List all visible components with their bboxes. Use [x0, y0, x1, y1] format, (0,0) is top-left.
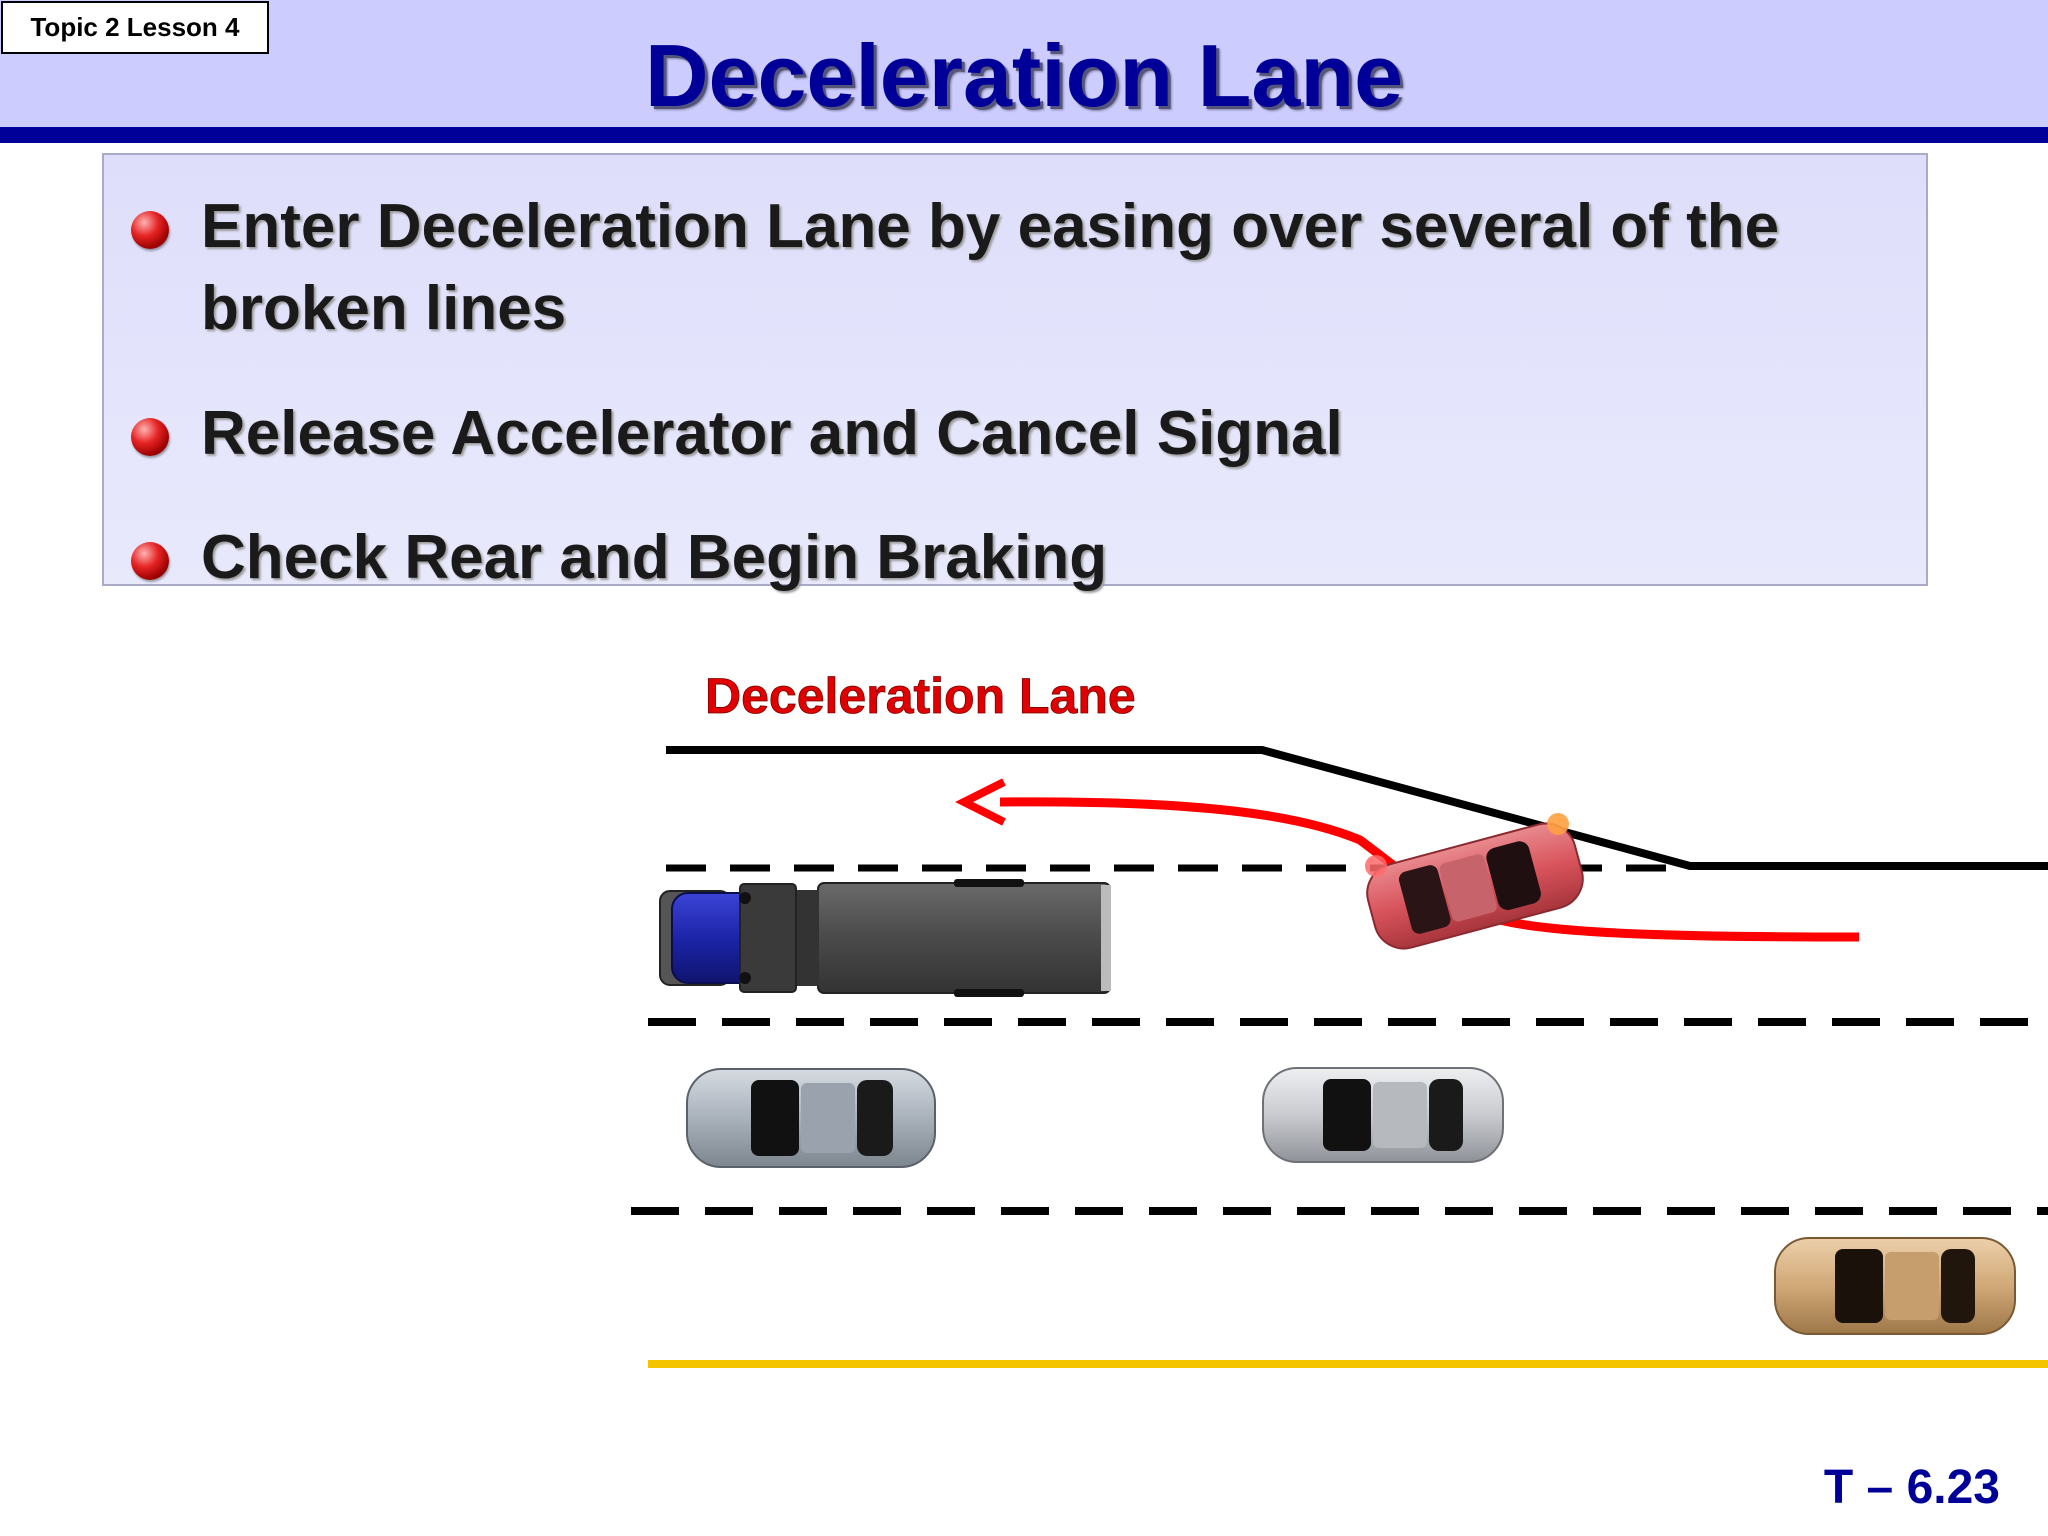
silver-car-icon — [686, 1068, 936, 1168]
lesson-tag: Topic 2 Lesson 4 — [1, 1, 269, 54]
arrow-head-icon — [955, 778, 1006, 826]
bullet-box: Enter Deceleration Lane by easing over s… — [102, 153, 1928, 592]
tan-car-icon — [1774, 1237, 2016, 1335]
red-car-icon — [1366, 822, 1584, 950]
truck-icon — [659, 879, 1111, 997]
header-band — [0, 0, 2048, 127]
turn-signal-icon — [1365, 855, 1387, 877]
bullet-dot-icon — [131, 211, 169, 249]
ramp-edge-line — [666, 746, 2048, 870]
bullet-text: Release Accelerator and Cancel Signal — [201, 399, 1343, 468]
slide-title: Deceleration Lane — [644, 26, 1404, 125]
slide-number: T – 6.23 — [1823, 1461, 2000, 1514]
turn-signal-icon — [1547, 813, 1569, 835]
bullet-dot-icon — [131, 542, 169, 580]
bullet-dot-icon — [131, 418, 169, 456]
header-rule — [0, 127, 2048, 143]
diagram-label: Deceleration Lane — [705, 668, 1136, 724]
bullet-text: Enter Deceleration Lane by easing over s… — [201, 192, 1780, 343]
bullet-text: Check Rear and Begin Braking — [201, 523, 1108, 592]
white-car-icon — [1262, 1067, 1504, 1163]
